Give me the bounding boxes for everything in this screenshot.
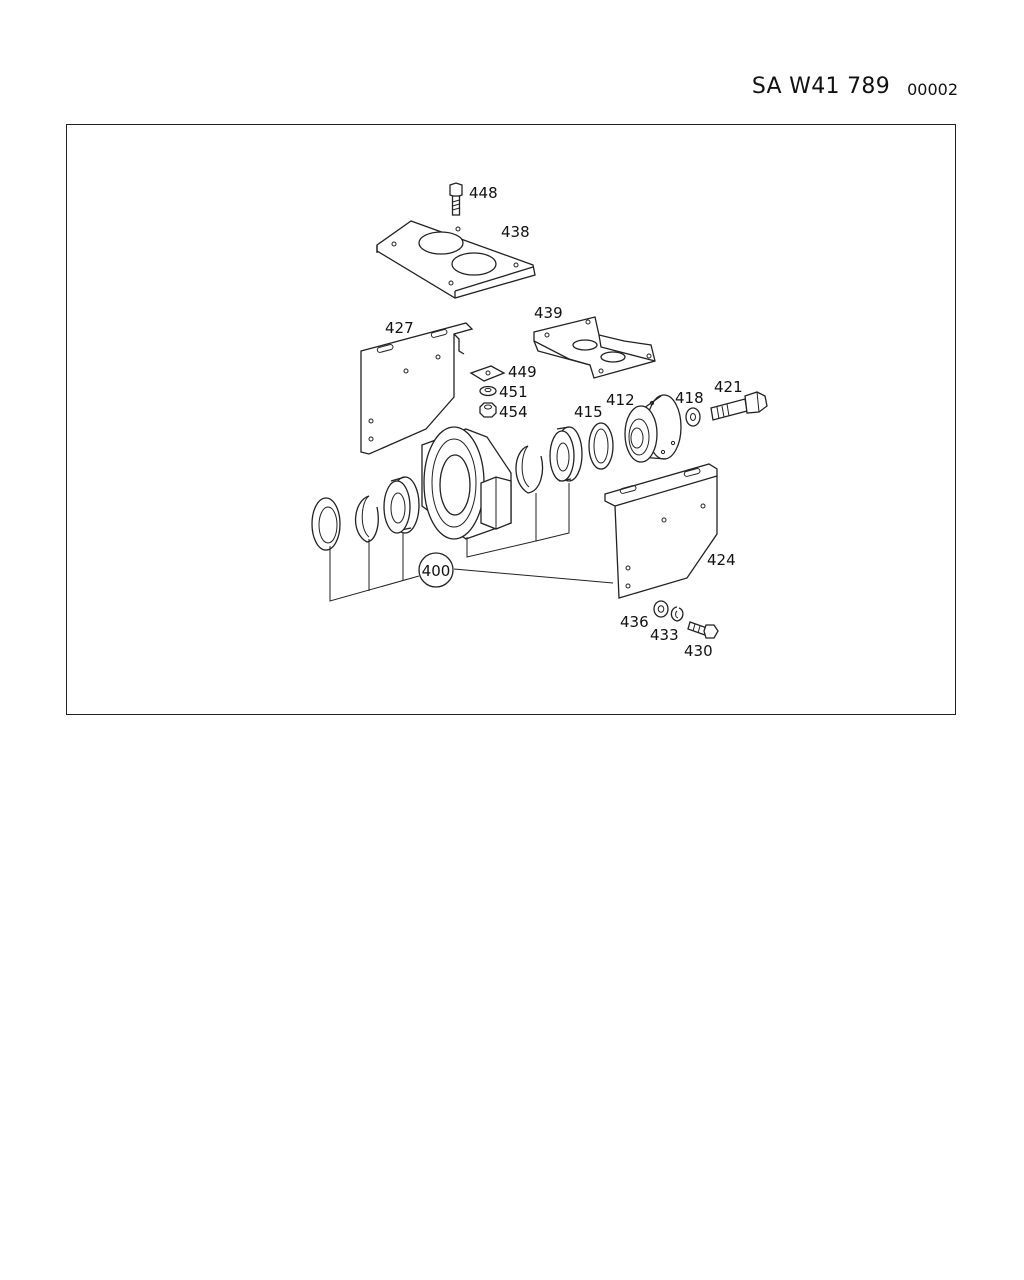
callout-448: 448 (469, 184, 498, 202)
part-418-washer[interactable] (685, 407, 701, 427)
part-right-snap-ring[interactable] (515, 445, 544, 494)
callout-400-circle (418, 552, 454, 588)
callout-433: 433 (650, 626, 679, 644)
callout-438: 438 (501, 223, 530, 241)
part-439-clamp-plate[interactable] (533, 316, 656, 379)
part-bearing-housing[interactable] (421, 426, 512, 540)
callout-454: 454 (499, 403, 528, 421)
callout-427: 427 (385, 319, 414, 337)
part-433-lock-washer[interactable] (670, 606, 684, 622)
callout-439: 439 (534, 304, 563, 322)
part-424-right-bracket[interactable] (604, 463, 718, 599)
callout-415: 415 (574, 403, 603, 421)
part-left-bearing[interactable] (383, 476, 420, 534)
drawing-code: SA W41 789 (751, 74, 890, 99)
part-430-bolt[interactable] (687, 621, 719, 639)
callout-412: 412 (606, 391, 635, 409)
sheet-number: 00002 (907, 80, 958, 99)
part-449-square-washer[interactable] (469, 365, 506, 382)
part-left-snap-ring[interactable] (354, 495, 379, 543)
part-415-ring[interactable] (588, 422, 614, 470)
callout-424: 424 (707, 551, 736, 569)
part-448-bolt[interactable] (449, 182, 463, 216)
callout-436: 436 (620, 613, 649, 631)
part-right-bearing-seal[interactable] (549, 426, 583, 482)
diagram-frame: 448 438 427 439 (66, 124, 956, 715)
part-438-top-plate[interactable] (376, 220, 536, 299)
callout-418: 418 (675, 389, 704, 407)
part-left-seal-ring[interactable] (311, 497, 341, 551)
exploded-parts-diagram: 448 438 427 439 (311, 182, 768, 660)
callout-400-leaders (329, 483, 614, 602)
part-427-left-bracket[interactable] (360, 322, 474, 455)
callout-400: 400 (422, 562, 451, 580)
callout-421: 421 (714, 378, 743, 396)
part-412-flange[interactable] (624, 394, 682, 463)
callout-451: 451 (499, 383, 528, 401)
callout-430: 430 (684, 642, 713, 660)
part-421-bolt[interactable] (710, 391, 768, 421)
part-451-washer[interactable] (479, 385, 497, 397)
part-436-washer[interactable] (653, 600, 669, 618)
part-454-nut[interactable] (479, 402, 497, 418)
callout-449: 449 (508, 363, 537, 381)
